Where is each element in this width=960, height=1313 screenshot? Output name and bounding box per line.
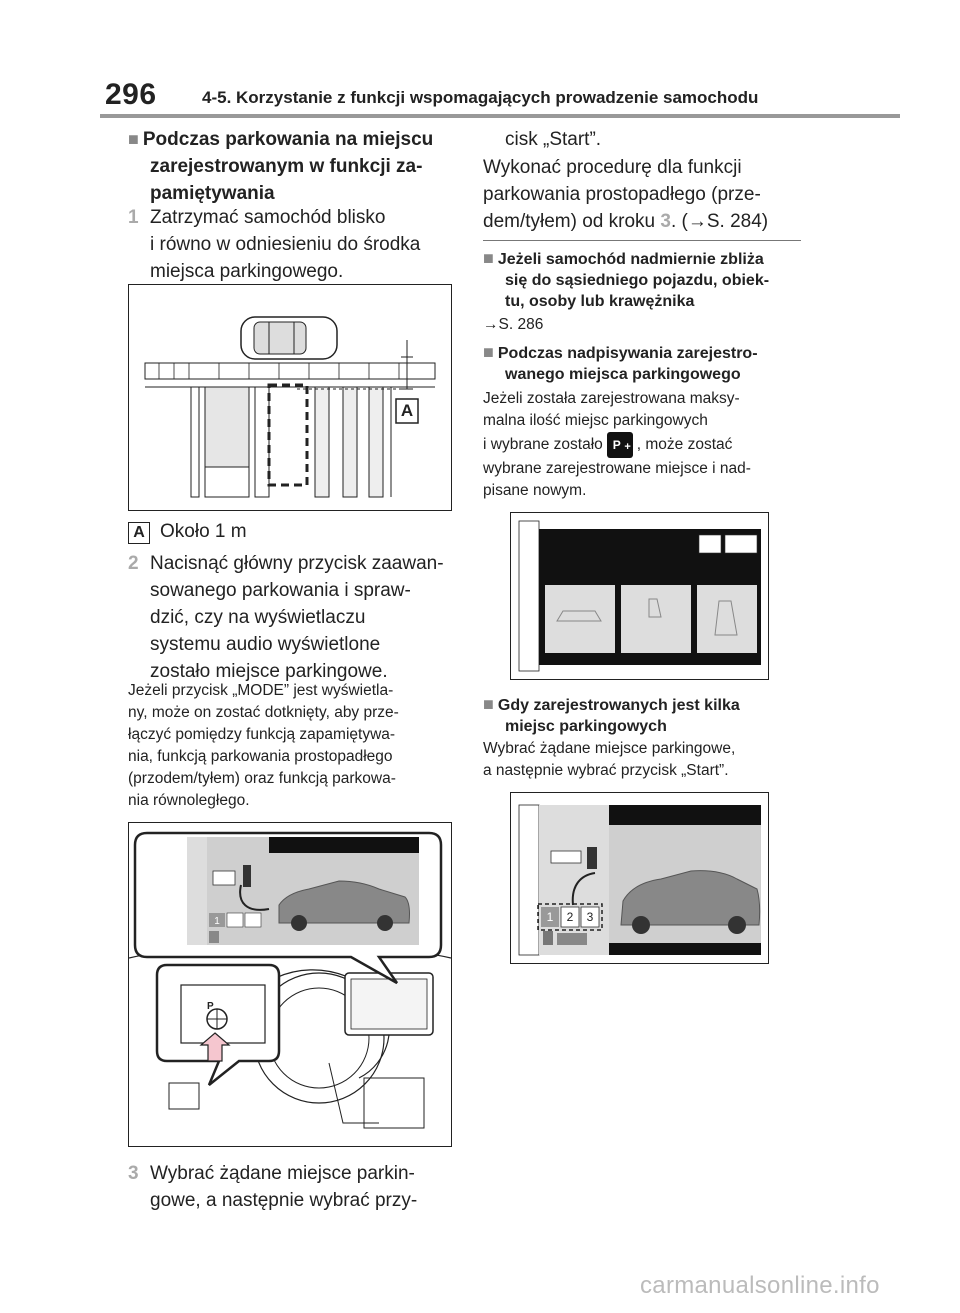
step-1-number: 1 [128,207,139,228]
step-3-number: 3 [128,1163,139,1184]
legend-a-text: Około 1 m [160,521,247,542]
too-close-page-ref: →S. 286 [483,316,544,333]
header-rule [100,114,900,118]
square-bullet-icon: ■ [483,694,494,714]
procedure-step-ref: 3 [660,211,671,232]
figure-overwrite-screen [510,512,769,680]
overwrite-screen-illustration [518,520,761,672]
figure-parking-top-view: A [128,284,452,511]
parking-top-view-illustration [144,316,436,498]
overwrite-text-end: wybrane zarejestrowane miejsce i nad- pi… [483,460,751,499]
fig2-p-label: P [207,1001,214,1012]
parking-plus-icon: P + [606,432,633,458]
section-divider [483,240,801,241]
legend-a: A Około 1 m [128,518,247,545]
fig2-button-digit: 1 [214,916,220,927]
figure-multiple-spots-screen: 1 2 3 [510,792,769,964]
spot-button-2: 2 [566,910,574,924]
procedure-text: Wykonać procedurę dla funkcji parkowania… [483,157,769,232]
square-bullet-icon: ■ [483,342,494,362]
heading-multiple-spots: ■Gdy zarejestrowanych jest kilka miejsc … [483,694,740,735]
mode-note: Jeżeli przycisk „MODE” jest wyświetla- n… [128,682,399,809]
section-title: 4-5. Korzystanie z funkcji wspomagającyc… [202,88,759,107]
dashboard-illustration [129,831,451,1129]
legend-a-letter: A [128,522,150,544]
step-3-continued: cisk „Start”. [505,129,602,150]
square-bullet-icon: ■ [483,248,494,268]
heading-registered-parking: ■Podczas parkowania na miejscu zarejestr… [128,129,434,204]
heading-too-close: ■Jeżeli samochód nadmiernie zbliża się d… [483,248,770,310]
page-number: 296 [105,78,157,111]
multiple-spots-text: Wybrać żądane miejsce parkingowe, a nast… [483,740,736,779]
watermark: carmanualsonline.info [640,1272,880,1299]
step-2-number: 2 [128,553,139,574]
spot-button-1: 1 [546,910,554,924]
square-bullet-icon: ■ [128,129,139,149]
multiple-spots-illustration [518,804,761,956]
figure-dashboard: 1 P [128,822,452,1147]
figure-label-a: A [400,401,414,420]
overwrite-text: Jeżeli została zarejestrowana maksy- mal… [483,390,740,429]
procedure-page-ref: . (→S. 284) [670,211,769,232]
spot-button-3: 3 [586,910,594,924]
overwrite-text-icon-line: i wybrane zostało P + , może zostać [483,432,813,458]
heading-overwrite: ■Podczas nadpisywania zarejestro- wanego… [483,342,758,383]
car-top-icon [240,316,338,360]
